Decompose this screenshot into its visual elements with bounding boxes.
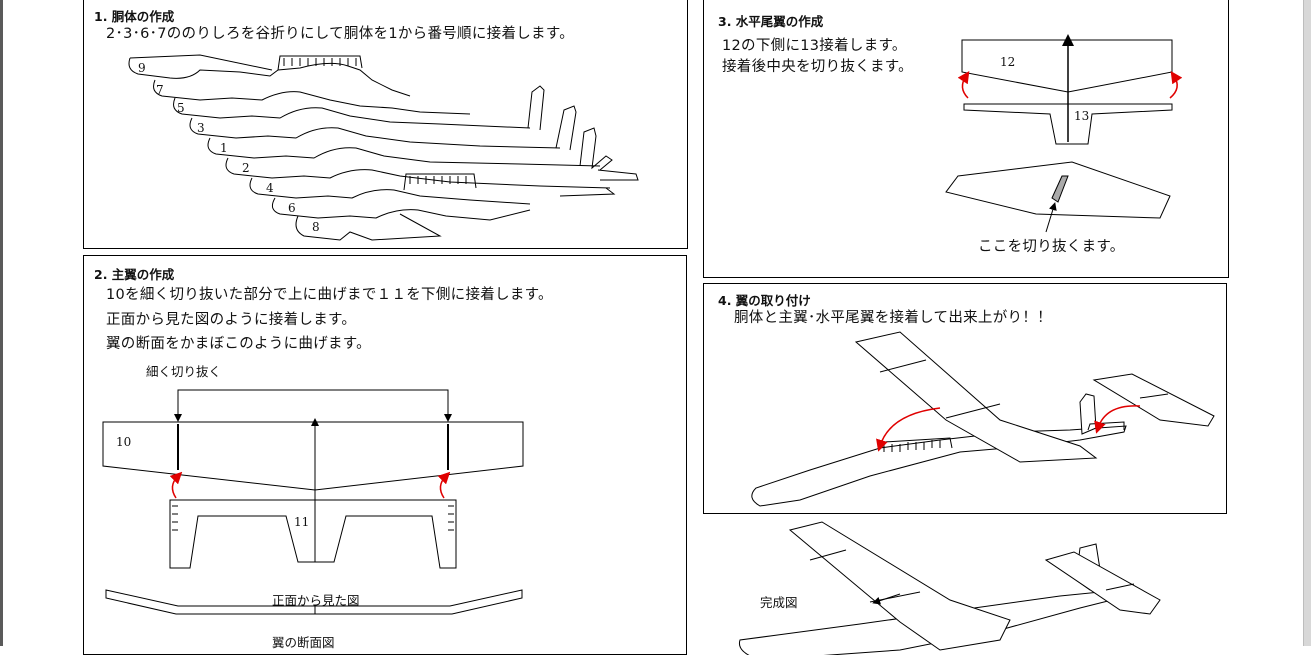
scrollbar-track[interactable] [1303, 0, 1311, 646]
section-2-line-1: 10を細く切り抜いた部分で上に曲げまで１１を下側に接着します。 [106, 287, 553, 303]
part-11-label: 11 [294, 515, 309, 529]
fuselage-part-3 [189, 117, 561, 149]
section-2-title: 2. 主翼の作成 [94, 267, 175, 282]
assembly-horizontal-tail [1092, 373, 1215, 427]
section-1-title: 1. 胴体の作成 [94, 9, 175, 24]
label-7: 7 [156, 83, 164, 97]
glue-tab-lower [403, 173, 477, 191]
tail-fin-3 [555, 105, 577, 151]
fuselage-parts-diagram: 9 7 5 3 1 2 4 6 8 [128, 54, 639, 241]
fuselage-part-8 [295, 213, 442, 241]
glue-tab-top [277, 55, 363, 71]
label-2: 2 [242, 161, 250, 175]
fuselage-part-7 [153, 79, 471, 115]
front-view-label: 正面から見た図 [272, 593, 360, 608]
tail-fin-5 [527, 85, 545, 131]
completed-label: 完成図 [760, 595, 798, 610]
fold-arrow-right [437, 471, 451, 499]
window-left-edge [0, 0, 3, 646]
fuselage-part-6 [271, 197, 531, 221]
tail-fin-1 [579, 127, 613, 171]
fuselage-part-5 [173, 97, 531, 129]
wing-part-10 [102, 421, 524, 491]
assembly-main-wing [854, 331, 1098, 463]
tail-part-12 [961, 39, 1173, 93]
fuselage-part-4 [249, 177, 531, 205]
fuselage-part-2 [225, 157, 611, 189]
tail-end-1 [597, 169, 639, 181]
wing-attach-arrow [876, 407, 941, 452]
tail-end-2 [559, 187, 616, 197]
section-2-line-3: 翼の断面をかまぼこのように曲げます。 [106, 336, 371, 352]
cut-here-label: ここを切り抜くます。 [978, 239, 1125, 255]
fuselage-part-1 [207, 137, 601, 167]
label-8: 8 [312, 220, 320, 234]
section-4-title: 4. 翼の取り付け [718, 293, 811, 308]
label-9: 9 [138, 61, 146, 75]
main-wing-diagram: 10 11 [102, 389, 524, 615]
label-5: 5 [177, 101, 185, 115]
part-10-label: 10 [116, 435, 131, 449]
section-3-title: 3. 水平尾翼の作成 [718, 14, 824, 29]
label-4: 4 [266, 181, 274, 195]
front-view-wing [105, 589, 523, 615]
part-13-label: 13 [1074, 109, 1089, 123]
tail-fold-arrow-right [1169, 71, 1183, 99]
tail-attach-arrow [1094, 405, 1141, 434]
completed-horizontal-tail [1044, 551, 1161, 615]
section-1-panel [83, 0, 688, 249]
tail-fold-arrow-left [957, 71, 970, 99]
section-3-line-1: 12の下側に13接着します。 [722, 38, 907, 54]
label-1: 1 [220, 141, 228, 155]
part-12-label: 12 [1000, 55, 1015, 69]
completed-main-wing [788, 521, 1011, 651]
fuselage-part-9-top [129, 54, 273, 71]
cut-label: 細く切り抜く [146, 364, 222, 379]
section-3-line-2: 接着後中央を切り抜くます。 [722, 59, 913, 75]
section-1-instruction: 2･3･6･7ののりしろを谷折りにして胴体を1から番号順に接着します。 [106, 26, 574, 42]
fold-arrow-left [169, 471, 183, 499]
section-4-instruction: 胴体と主翼･水平尾翼を接着して出来上がり！！ [734, 310, 1052, 326]
wing-part-11 [169, 499, 457, 569]
label-6: 6 [288, 201, 296, 215]
section-2-line-2: 正面から見た図のように接着します。 [106, 312, 357, 328]
label-3: 3 [197, 121, 205, 135]
fuselage-number-labels: 9 7 5 3 1 2 4 6 8 [138, 61, 320, 234]
fuselage-part-9 [128, 57, 411, 97]
